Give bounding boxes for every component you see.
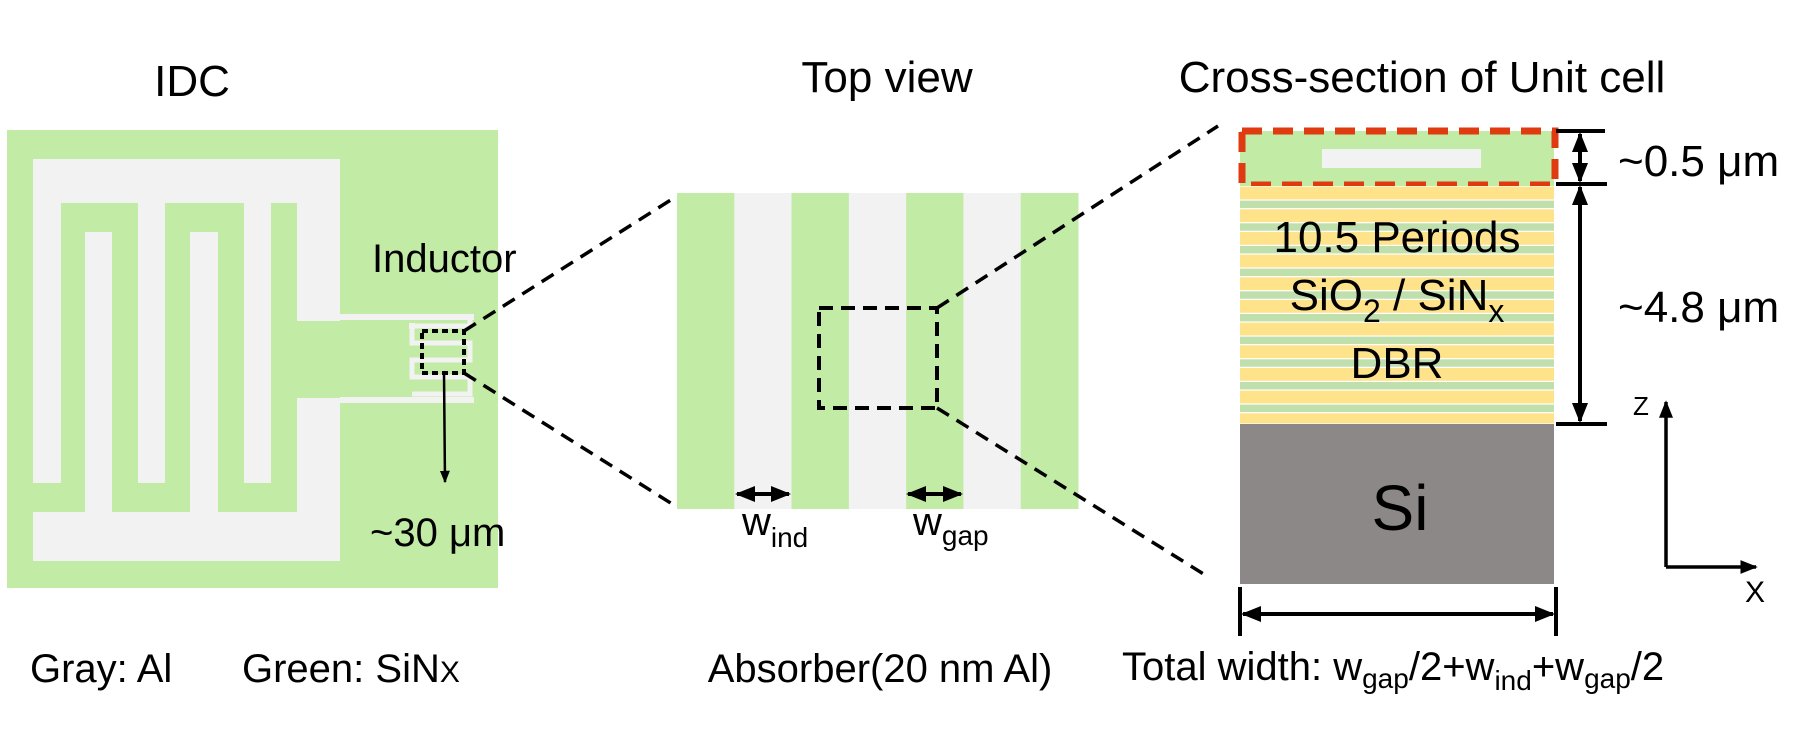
idc-finger: [85, 232, 112, 512]
zoom-lines-2: [936, 124, 1219, 580]
z-axis-label: Z: [1633, 391, 1649, 421]
idc-electrodes: [33, 159, 474, 561]
dbr-label-line3: DBR: [1351, 339, 1444, 388]
unit-cell-zoom-box: [817, 306, 939, 410]
idc-bottom-arm: [297, 398, 340, 512]
size-arrow: [439, 372, 450, 484]
dbr-sinx-layer: [1240, 291, 1554, 299]
dbr-sio2-layer: [1240, 345, 1554, 359]
absorber-caption: Absorber(20 nm Al): [708, 647, 1053, 691]
dbr-sio2-layer: [1240, 186, 1554, 200]
dbr-sio2-layer: [1240, 367, 1554, 381]
idc-title: IDC: [154, 57, 230, 106]
idc-top-arm: [297, 203, 340, 321]
dbr-sio2-layer: [1240, 209, 1554, 223]
dbr-sinx-layer: [1240, 268, 1554, 277]
top-view-title: Top view: [801, 53, 972, 102]
total-width-formula: Total width: wgap/2+wind+wgap/2: [1122, 645, 1664, 696]
meander-inductor: [409, 317, 473, 397]
absorber-stripes: [677, 193, 1079, 509]
dbr-thickness-label: ~4.8 μm: [1618, 283, 1779, 332]
dbr-sinx-layer: [1240, 404, 1554, 413]
idc-top-bus: [33, 159, 340, 203]
idc-panel: IDC Inductor: [7, 57, 517, 691]
cross-section-panel: Cross-section of Unit cell Si 10.5 Perio…: [1122, 53, 1779, 696]
w-ind-label: wind: [741, 500, 808, 553]
legend-green-sinx: Green: SiNX: [242, 647, 460, 691]
zoom-lines-1: [463, 194, 678, 509]
dbr-sio2-layer: [1240, 231, 1554, 245]
dbr-sinx-layer: [1240, 313, 1554, 322]
dbr-sio2-layer: [1240, 299, 1554, 313]
inductor-bottom-wire: [340, 397, 474, 403]
inductor-top-wire: [340, 314, 474, 320]
idc-bottom-bus: [33, 512, 340, 561]
inductor-label: Inductor: [372, 237, 517, 281]
coordinate-axes: [1659, 400, 1758, 574]
dbr-label-line2: SiO2 / SiNx: [1290, 271, 1505, 329]
size-label: ~30 μm: [370, 511, 505, 555]
dbr-sinx-layer: [1240, 223, 1554, 231]
dbr-sinx-layer: [1240, 381, 1554, 390]
dbr-sio2-layer: [1240, 413, 1554, 424]
thickness-dimensions: [1556, 129, 1607, 426]
dbr-sinx-layer: [1240, 336, 1554, 345]
highlight-box: [1238, 127, 1559, 189]
idc-finger: [244, 203, 271, 483]
w-gap-label: wgap: [912, 500, 989, 551]
dbr-sio2-layer: [1240, 322, 1554, 336]
si-substrate: [1240, 424, 1554, 584]
dbr-sio2-layer: [1240, 277, 1554, 291]
dbr-sinx-layer: [1240, 200, 1554, 209]
top-thickness-label: ~0.5 μm: [1618, 137, 1779, 186]
dbr-stack: [1240, 186, 1554, 424]
idc-finger: [190, 232, 218, 512]
al-stripe: [963, 193, 1022, 509]
cross-section-title: Cross-section of Unit cell: [1179, 53, 1666, 102]
sinx-stripe: [677, 193, 735, 509]
dbr-sio2-layer: [1240, 390, 1554, 404]
top-view-panel: Top view wind wgap Absorber(20 nm Al): [677, 53, 1079, 691]
dbr-sinx-layer: [1240, 359, 1554, 367]
legend-gray-al: Gray: Al: [30, 647, 172, 691]
dbr-label-line1: 10.5 Periods: [1273, 213, 1520, 262]
al-stripe: [734, 193, 793, 509]
si-label: Si: [1372, 472, 1429, 544]
dbr-sio2-layer: [1240, 254, 1554, 268]
sinx-stripe: [791, 193, 850, 509]
dbr-sinx-layer: [1240, 245, 1554, 254]
sinx-stripe: [1020, 193, 1079, 509]
idc-finger: [138, 203, 165, 483]
inductor-zoom-box: [420, 329, 466, 375]
idc-finger: [33, 203, 61, 483]
al-stripe: [848, 193, 907, 509]
x-axis-label: X: [1745, 576, 1765, 609]
total-width-dimension: [1238, 587, 1558, 636]
al-absorber-strip: [1322, 149, 1481, 168]
